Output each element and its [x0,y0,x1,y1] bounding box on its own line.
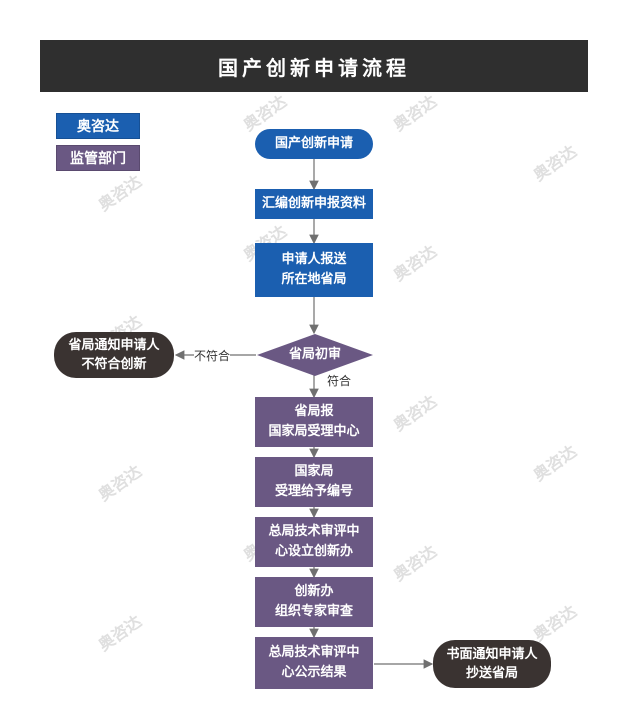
legend-applicant: 奥咨达 [56,113,140,139]
office-label-line1: 总局技术审评中 [268,524,360,539]
notify-label-line1: 书面通知申请人 [446,647,538,662]
review-label-line1: 创新办 [294,584,334,599]
legend-regulator: 监管部门 [56,145,140,171]
report-label-line1: 省局报 [294,404,334,419]
reject-label-line2: 不符合创新 [81,357,147,372]
accept-label-line1: 国家局 [294,464,334,479]
accept-label-line2: 受理给予编号 [274,484,353,499]
publish-label-line1: 总局技术审评中 [268,645,360,660]
review-node: 创新办 组织专家审查 [255,577,373,627]
accept-node: 国家局 受理给予编号 [255,457,373,507]
office-label-line2: 心设立创新办 [274,544,353,559]
decision-diamond [257,334,373,376]
report-label-line2: 国家局受理中心 [268,424,360,439]
start-node: 国产创新申请 [255,129,373,159]
decision-node: 省局初审 [256,333,374,377]
edge-label-yes: 符合 [327,372,352,389]
reject-label-line1: 省局通知申请人 [68,338,160,353]
submit-label-line1: 申请人报送 [281,252,347,267]
page-title: 国产创新申请流程 [40,40,588,92]
publish-node: 总局技术审评中 心公示结果 [255,637,373,689]
compile-label: 汇编创新申报资料 [261,196,366,211]
review-label-line2: 组织专家审查 [274,604,353,619]
submit-node: 申请人报送 所在地省局 [255,243,373,297]
report-node: 省局报 国家局受理中心 [255,397,373,447]
notify-terminal: 书面通知申请人 抄送省局 [433,640,551,688]
decision-label: 省局初审 [288,347,341,362]
notify-label-line2: 抄送省局 [465,666,518,681]
start-label: 国产创新申请 [274,136,353,151]
submit-label-line2: 所在地省局 [281,272,347,287]
publish-label-line2: 心公示结果 [281,665,347,680]
compile-node: 汇编创新申报资料 [255,189,373,219]
office-node: 总局技术审评中 心设立创新办 [255,517,373,567]
reject-terminal: 省局通知申请人 不符合创新 [54,332,174,378]
edge-label-no: 不符合 [194,347,231,364]
